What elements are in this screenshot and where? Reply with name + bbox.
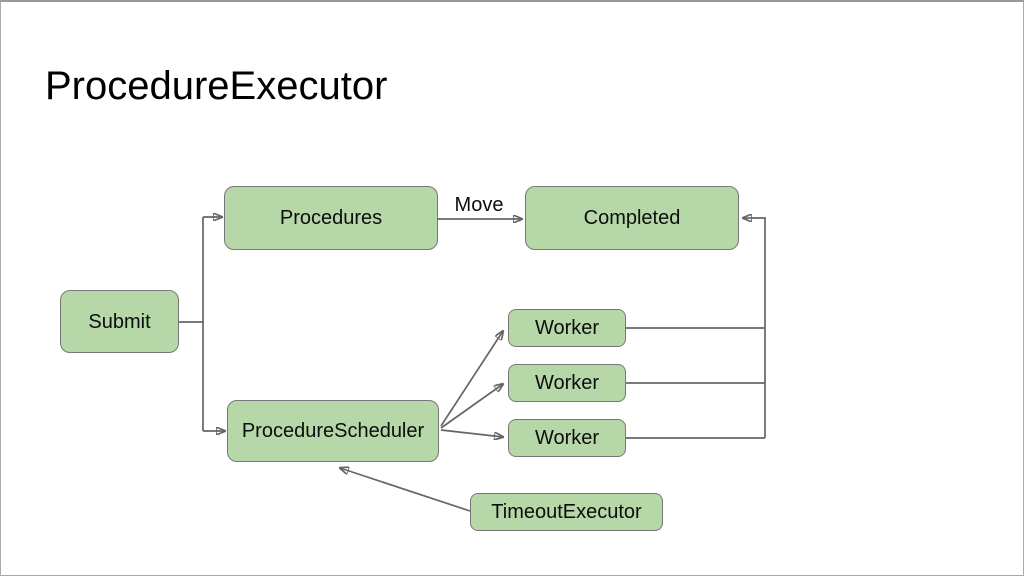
node-label: ProcedureScheduler: [241, 420, 425, 442]
node-label: Submit: [88, 310, 151, 333]
node-label: Procedures: [279, 207, 383, 229]
node-label: TimeoutExecutor: [491, 501, 642, 523]
node-worker-top[interactable]: Worker: [508, 309, 626, 347]
page-title: ProcedureExecutor: [45, 64, 388, 108]
node-label: Worker: [534, 317, 600, 339]
edge-scheduler-to-worker3: [440, 429, 503, 437]
edge-workers-to-completed: [743, 218, 766, 438]
node-worker-middle[interactable]: Worker: [508, 364, 626, 402]
node-timeout-executor[interactable]: TimeoutExecutor: [470, 493, 663, 531]
node-completed[interactable]: Completed: [525, 186, 739, 250]
edge-scheduler-to-worker1: [440, 331, 503, 427]
node-worker-bottom[interactable]: Worker: [508, 419, 626, 457]
node-label: Completed: [583, 207, 681, 229]
edge-scheduler-to-worker2: [440, 384, 503, 429]
edge-label-move: Move: [454, 194, 504, 216]
node-procedure-scheduler[interactable]: ProcedureScheduler: [227, 400, 439, 462]
edge-timeout-to-scheduler: [340, 468, 471, 512]
node-label: Worker: [534, 427, 600, 449]
node-submit[interactable]: Submit: [60, 290, 179, 353]
node-procedures[interactable]: Procedures: [224, 186, 438, 250]
node-label: Worker: [534, 372, 600, 394]
